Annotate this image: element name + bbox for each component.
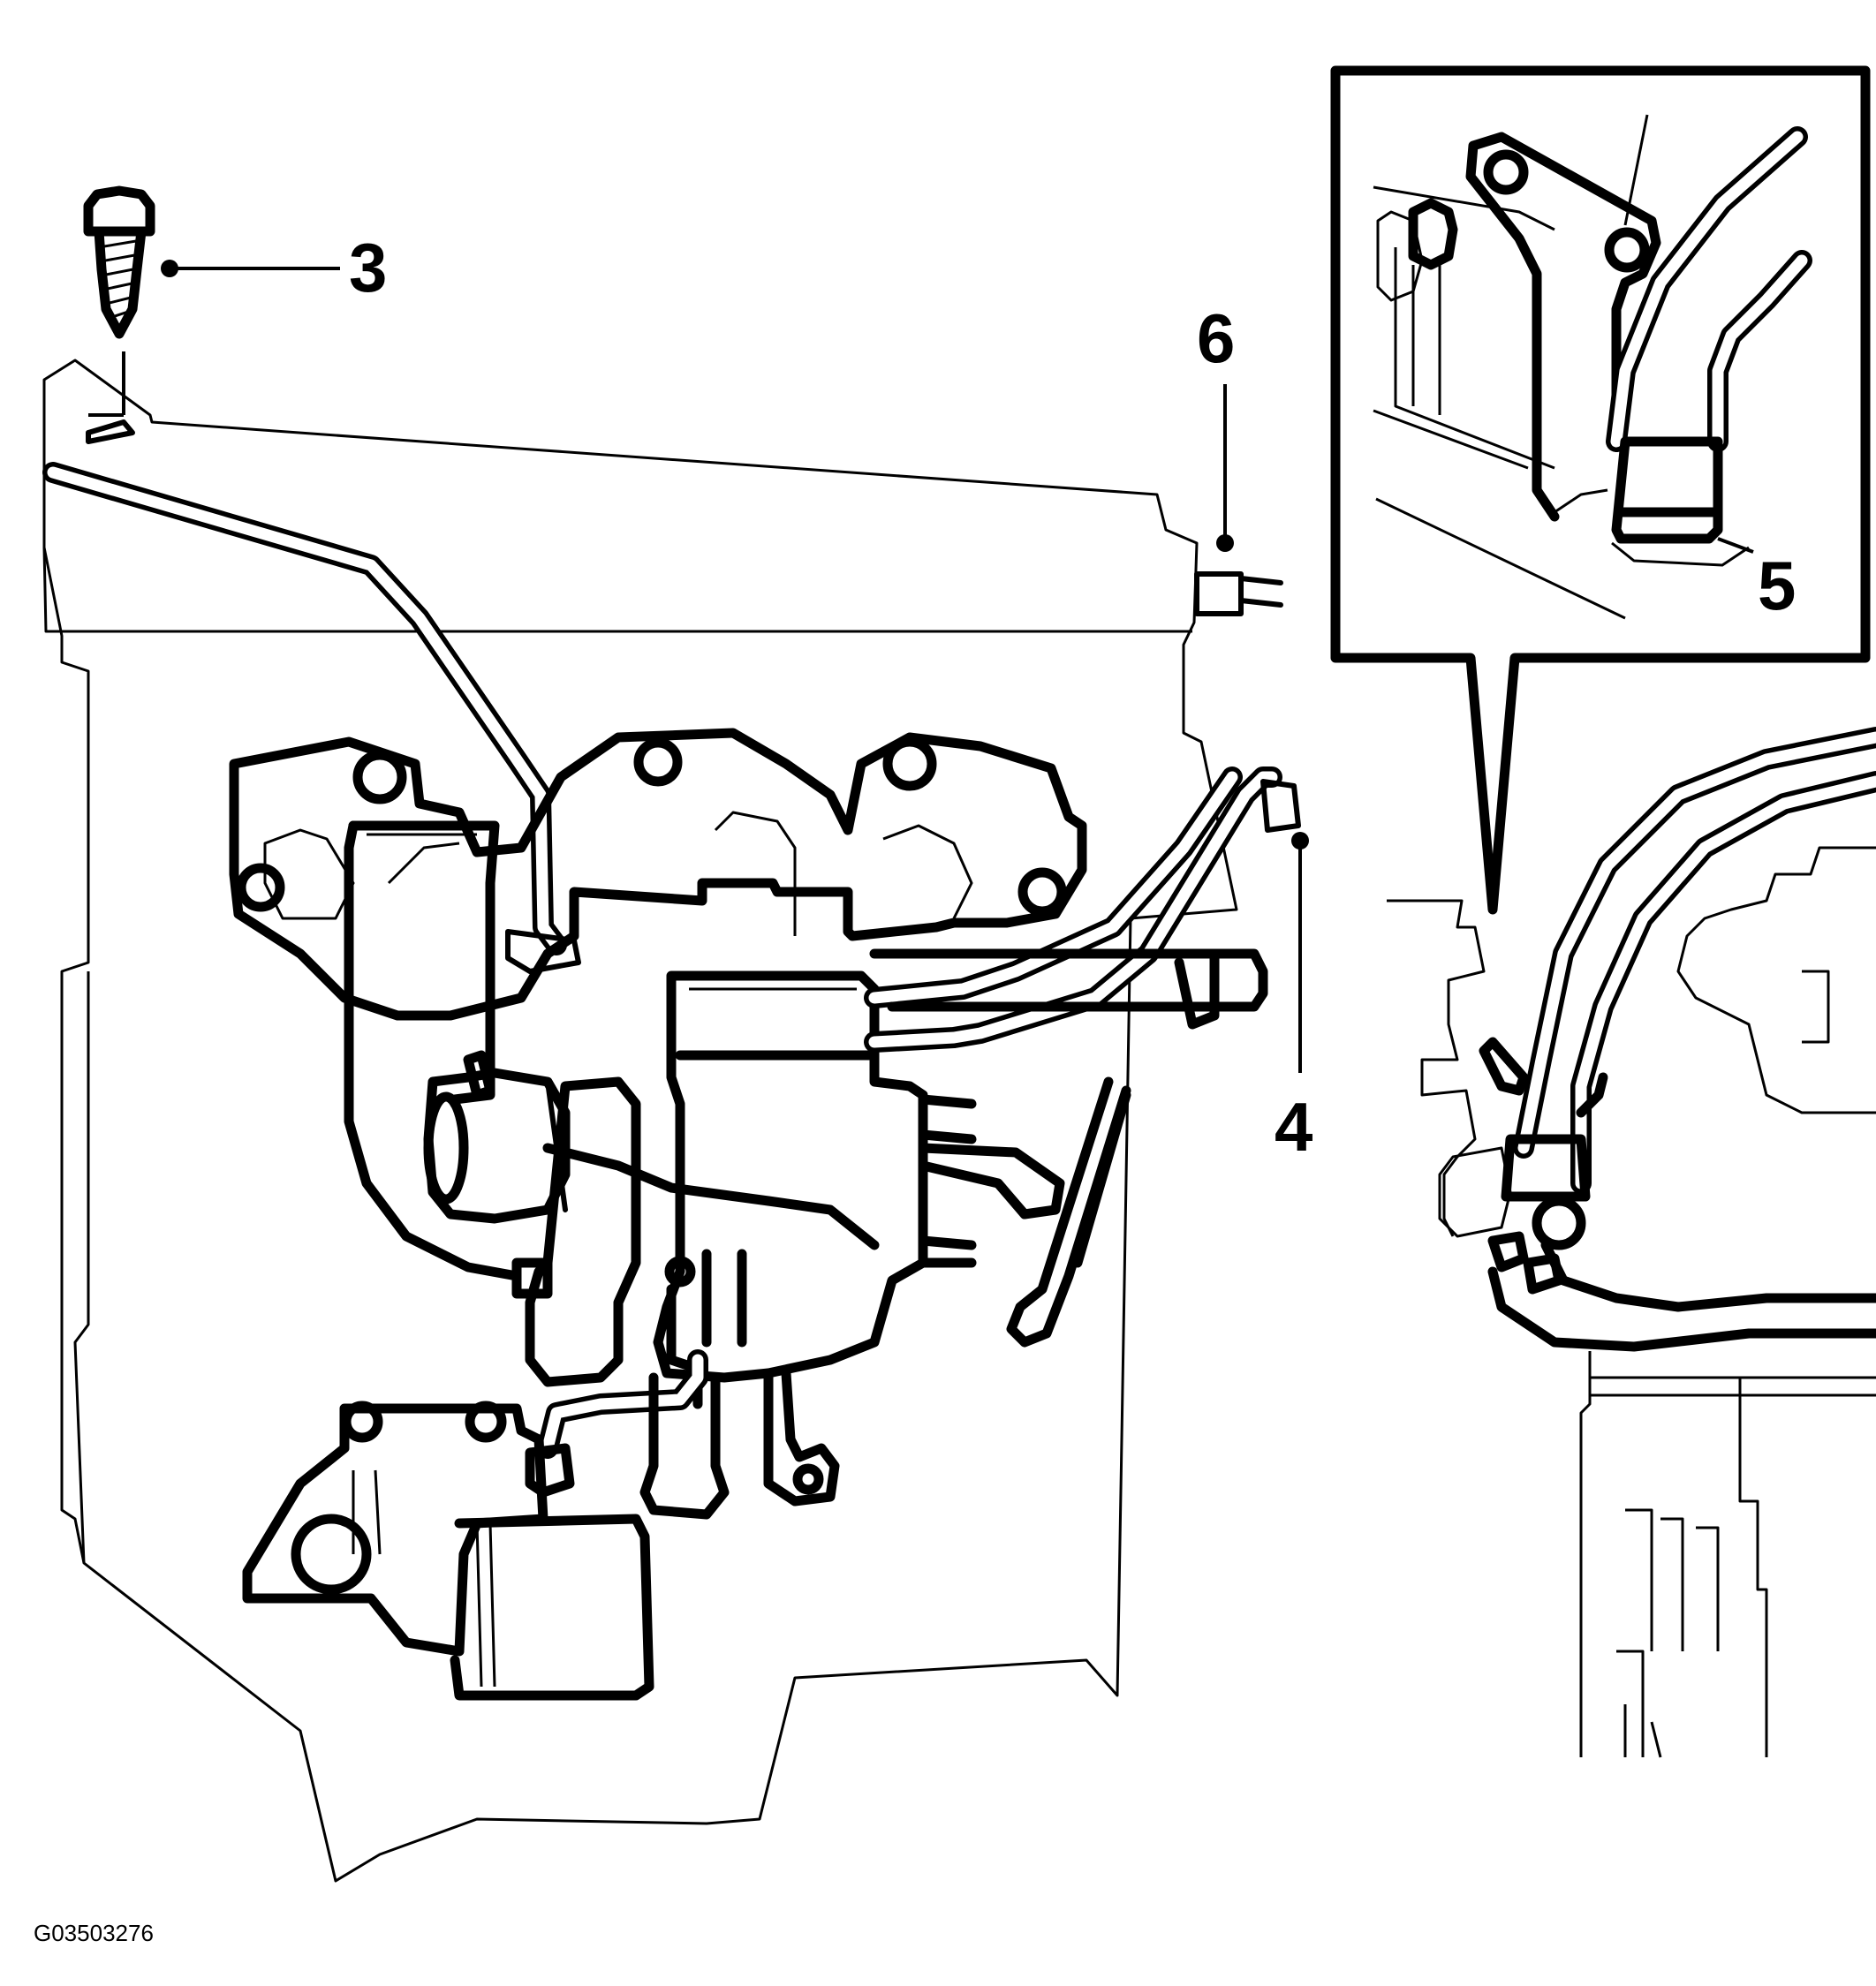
clip-bracket (1479, 1037, 1529, 1096)
hose-clamp-right (1501, 1134, 1591, 1202)
right-engine-detail (1387, 846, 1876, 1758)
inset-detail-box (1330, 65, 1871, 915)
engine-block-outline (42, 359, 1238, 1883)
callout-3-leader (161, 260, 340, 277)
coolant-pipe-right (869, 948, 1268, 1030)
bolt-part-3 (83, 185, 155, 417)
exhaust-downpipe (344, 820, 522, 1281)
callout-5: 5 (1758, 547, 1796, 624)
oil-line-union (1260, 779, 1301, 833)
callout-6: 6 (1197, 299, 1235, 377)
turbocharger (423, 970, 1065, 1409)
dipstick-tube (1006, 1076, 1131, 1348)
figure-id: G03503276 (34, 1920, 154, 1946)
oil-drain (537, 1349, 840, 1520)
coolant-hose-right (1501, 727, 1876, 1202)
callout-4-leader (1291, 832, 1309, 1073)
turbo-bracket (511, 1257, 553, 1299)
oil-filter-housing (242, 1401, 654, 1701)
callout-4: 4 (1275, 1088, 1312, 1166)
callout-3: 3 (349, 229, 387, 306)
exhaust-manifold (229, 728, 1087, 1021)
hose-clamp-inset (1611, 436, 1723, 544)
callout-6-leader (1194, 384, 1283, 616)
upper-pipe (42, 419, 581, 974)
